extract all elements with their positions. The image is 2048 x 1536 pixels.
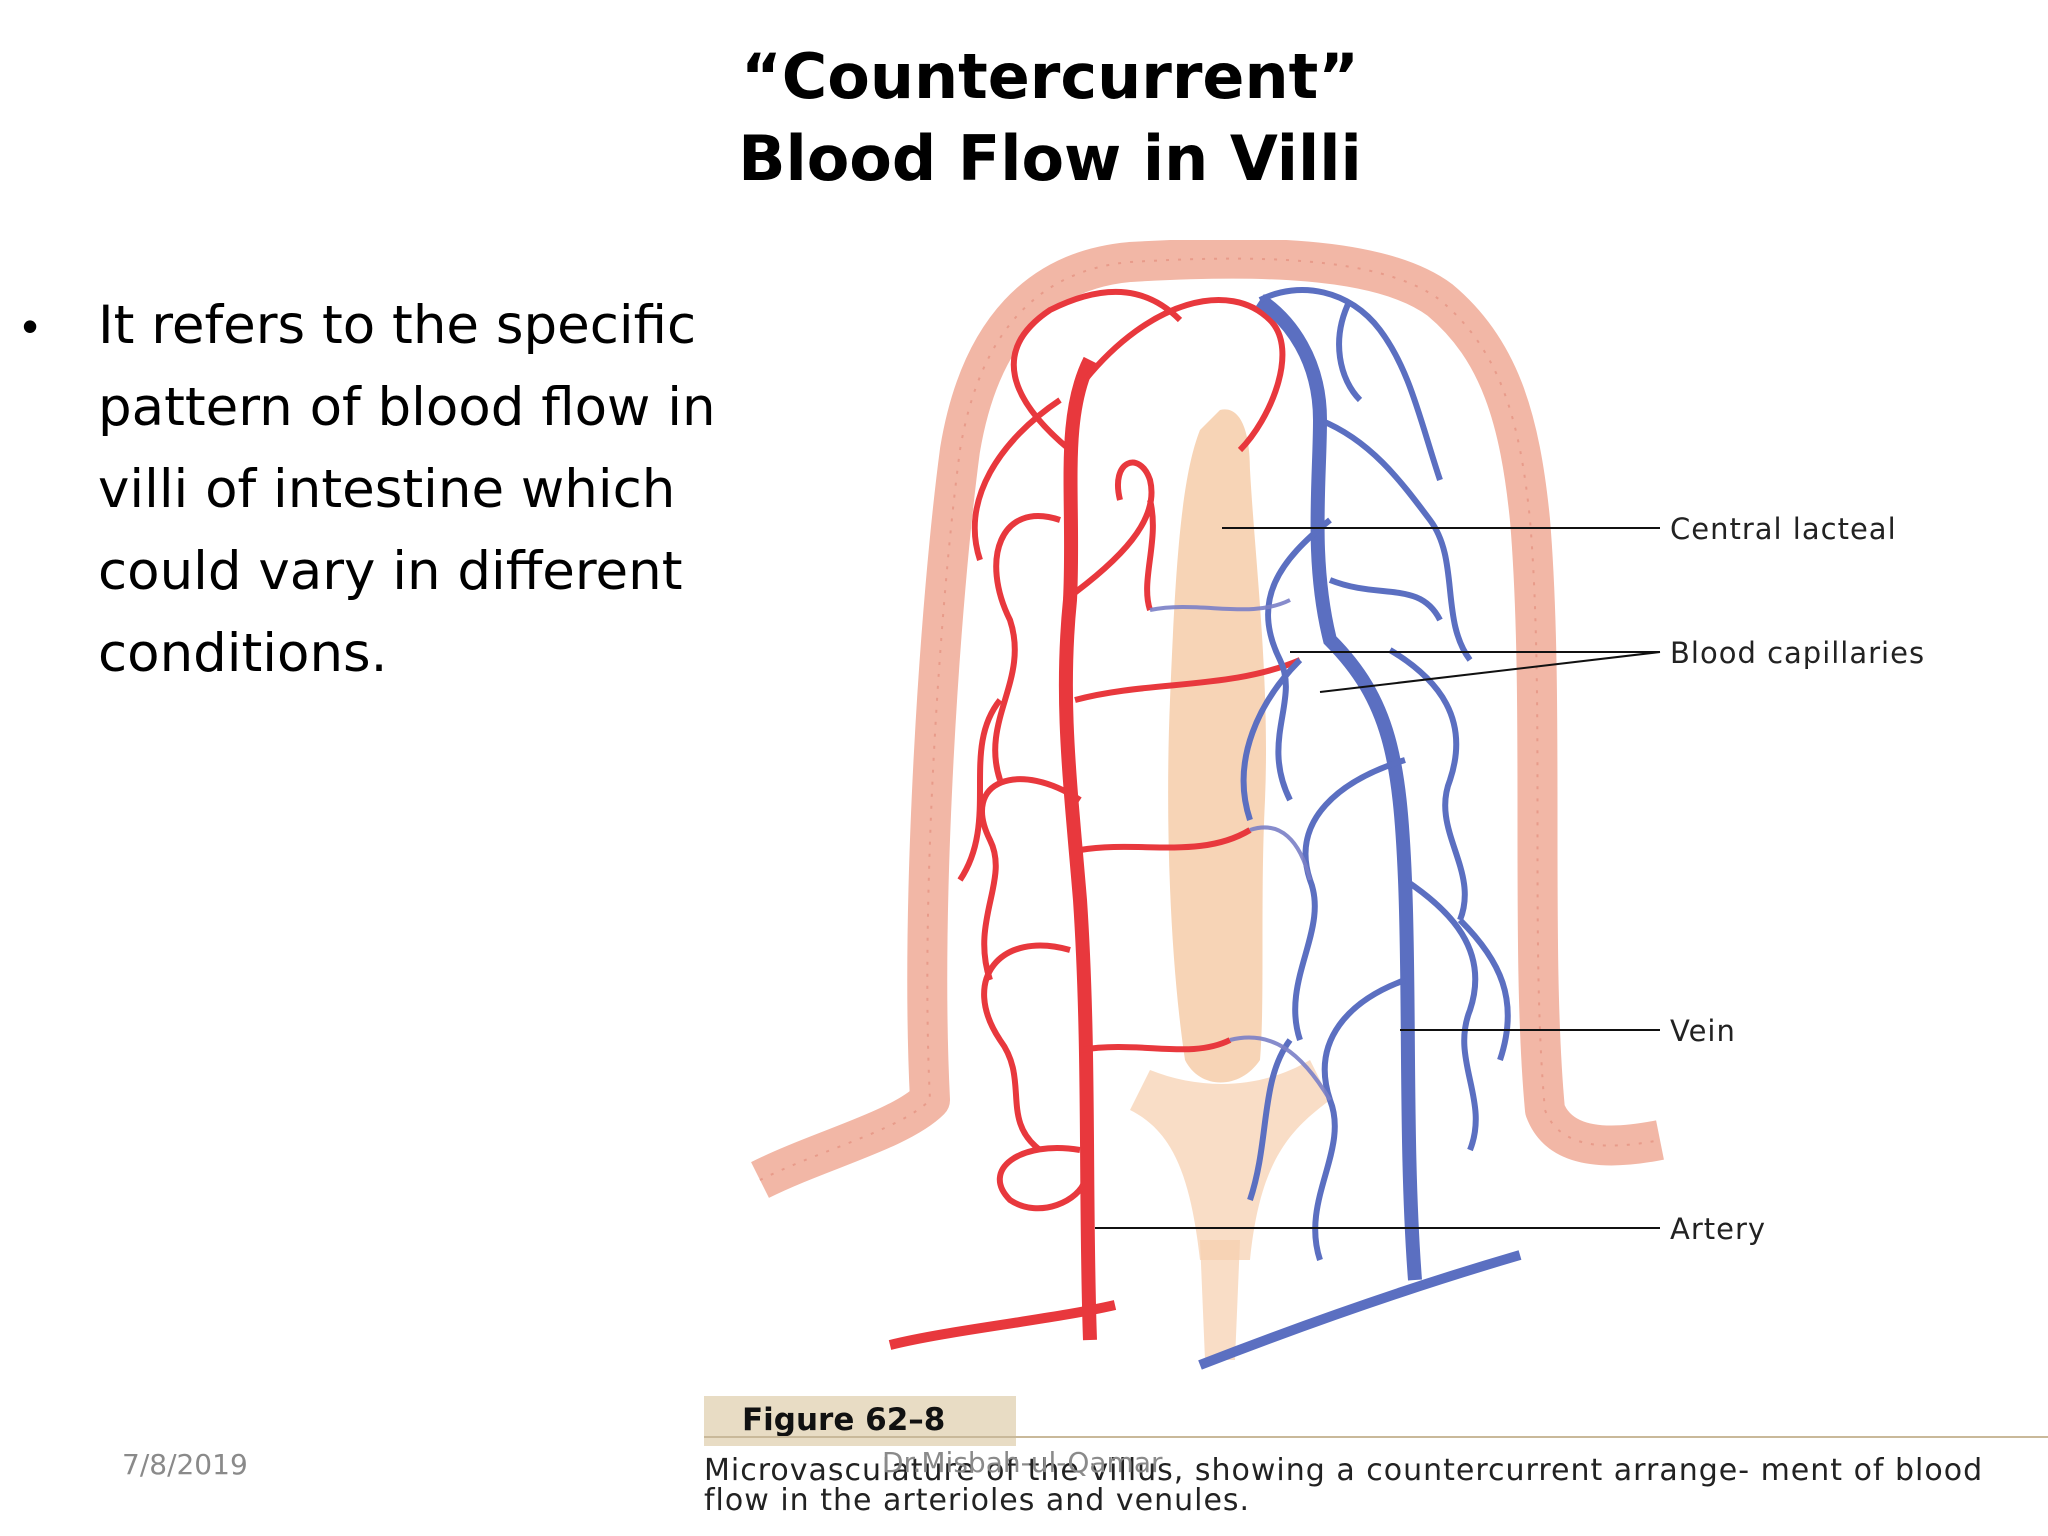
figure-tag: Figure 62–8 (704, 1396, 1016, 1446)
bullet-text: It refers to the specific pattern of blo… (98, 295, 716, 684)
label-central-lacteal: Central lacteal (1670, 512, 1897, 546)
bullet-dot-icon: • (22, 300, 39, 352)
label-vein: Vein (1670, 1014, 1736, 1048)
central-lacteal (1168, 409, 1267, 1083)
slide-title: “Countercurrent” Blood Flow in Villi (0, 36, 2048, 200)
title-line-2: Blood Flow in Villi (738, 122, 1362, 195)
figure-caption: Microvasculature of the villus, showing … (704, 1453, 1984, 1518)
vein-main (1255, 294, 1422, 1281)
label-blood-capillaries: Blood capillaries (1670, 636, 1926, 670)
title-line-1: “Countercurrent” (740, 40, 1359, 113)
label-artery: Artery (1670, 1212, 1767, 1246)
figure-divider (704, 1436, 2048, 1438)
footer-author: Dr.Misbah-ul-Qamar (882, 1446, 1163, 1479)
figure-tag-text: Figure 62–8 (742, 1402, 946, 1438)
artery-main (1058, 356, 1097, 1341)
villus-diagram (751, 240, 1664, 1370)
footer-date: 7/8/2019 (122, 1448, 248, 1481)
